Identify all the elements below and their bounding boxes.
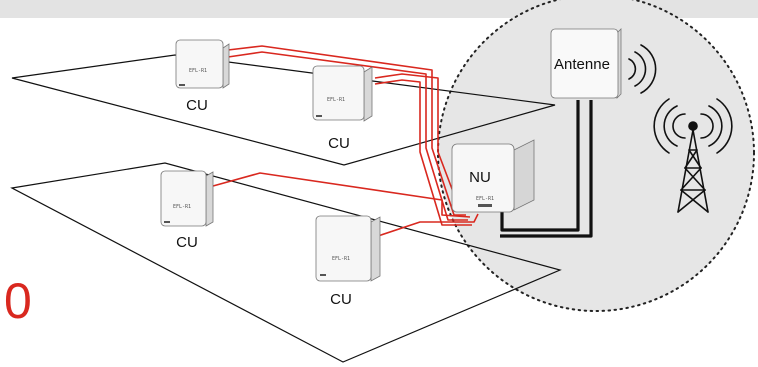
cu-device-4: EFL-R1 [315,215,381,282]
cu-1-serial: EFL-R1 [189,68,207,74]
nu-device: EFL-R1 [451,139,535,213]
corner-number: 0 [4,273,32,329]
antenna-panel [550,28,622,99]
cu-2-serial: EFL-R1 [327,97,345,103]
signal-waves-icon [628,44,657,94]
cu-label-1: CU [186,97,208,114]
radio-tower-icon [653,98,733,213]
cu-label-4: CU [330,291,352,308]
coverage-zone [437,0,755,312]
upper-floor-plate [11,54,556,166]
black-cables [500,100,593,238]
lower-floor-plate [10,162,562,363]
cu-label-3: CU [176,234,198,251]
cu-3-serial: EFL-R1 [173,204,191,210]
cu-label-2: CU [328,135,350,152]
nu-label: NU [469,169,491,186]
cu-device-3: EFL-R1 [160,170,214,227]
nu-serial: EFL-R1 [476,196,494,202]
antenne-label: Antenne [554,56,610,73]
cu-device-1: EFL-R1 [175,39,230,89]
cu-4-serial: EFL-R1 [332,256,350,262]
cu-device-2: EFL-R1 [312,65,373,122]
